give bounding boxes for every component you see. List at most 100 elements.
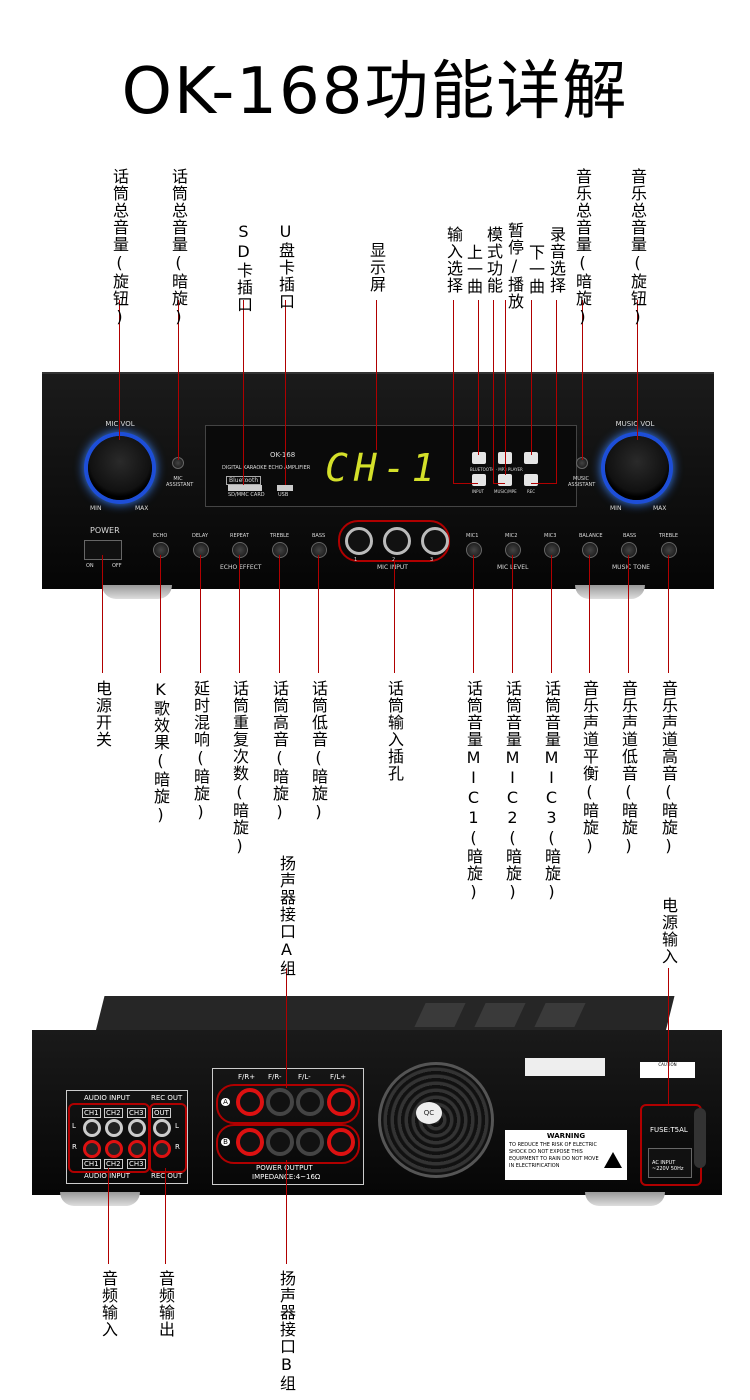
usb-slot[interactable]	[277, 485, 293, 491]
label-next-track: 下一曲	[526, 244, 545, 295]
next-track-button[interactable]	[524, 452, 538, 464]
mic-input-label: MIC INPUT	[377, 564, 408, 571]
play-pause-button[interactable]	[498, 474, 512, 486]
rca-ch1-left[interactable]	[83, 1119, 101, 1137]
balance-knob[interactable]	[582, 542, 598, 558]
speaker-b-fl-minus[interactable]	[296, 1128, 324, 1156]
callout-line	[178, 300, 179, 460]
l-label: L	[175, 1122, 179, 1130]
mic-jack-1[interactable]	[345, 527, 373, 555]
rec-out-label: REC OUT	[151, 1172, 183, 1180]
mic3-knob[interactable]	[544, 542, 560, 558]
warning-text: TO REDUCE THE RISK OF ELECTRIC SHOCK DO …	[509, 1142, 599, 1169]
label-music-treble: 音乐声道高音(暗旋)	[659, 680, 678, 856]
speaker-b-fl-plus[interactable]	[327, 1128, 355, 1156]
audio-io-panel	[66, 1090, 188, 1184]
sd-slot[interactable]	[228, 485, 262, 491]
mic-treble-knob[interactable]	[272, 542, 288, 558]
callout-line	[512, 555, 513, 673]
rca-ch2-left[interactable]	[105, 1119, 123, 1137]
r-label: R	[175, 1143, 180, 1151]
music-tone-label: MUSIC TONE	[612, 564, 650, 571]
callout-line	[243, 300, 244, 485]
callout-elbow	[453, 483, 478, 484]
ch1-label: CH1	[82, 1108, 101, 1118]
callout-line	[453, 300, 454, 484]
rca-ch3-right[interactable]	[128, 1140, 146, 1158]
repeat-label: REPEAT	[230, 533, 249, 539]
input-select-button[interactable]	[472, 452, 486, 464]
ac-power-socket[interactable]	[648, 1148, 692, 1178]
rca-ch2-right[interactable]	[105, 1140, 123, 1158]
rca-out-left[interactable]	[153, 1119, 171, 1137]
music-bass-label: BASS	[623, 533, 637, 539]
bass-label: BASS	[312, 533, 326, 539]
rca-ch3-left[interactable]	[128, 1119, 146, 1137]
speaker-a-fl-minus[interactable]	[296, 1088, 324, 1116]
label-music-master-dark: 音乐总音量(暗旋)	[573, 168, 592, 327]
speaker-panel	[212, 1068, 364, 1185]
mic-jack-3[interactable]	[421, 527, 449, 555]
label-input-select: 输入选择	[444, 226, 463, 294]
power-switch[interactable]	[84, 540, 122, 560]
on-label: ON	[86, 563, 94, 569]
rear-foot-left	[60, 1192, 140, 1206]
mic-bass-knob[interactable]	[311, 542, 327, 558]
echo-knob[interactable]	[153, 542, 169, 558]
mic2-knob[interactable]	[505, 542, 521, 558]
power-output-label: POWER OUTPUT	[256, 1164, 313, 1172]
ch3-label: CH3	[127, 1159, 146, 1169]
page-title: OK-168功能详解	[121, 55, 629, 129]
rca-ch1-right[interactable]	[83, 1140, 101, 1158]
power-cord	[694, 1108, 706, 1168]
fl-plus-label: F/L+	[330, 1073, 347, 1081]
callout-elbow	[531, 483, 556, 484]
label-sd-slot: SD卡插口	[234, 222, 253, 313]
power-label: POWER	[90, 526, 120, 535]
model-label: OK-168	[270, 451, 296, 459]
music-assistant-label: MUSIC ASSISTANT	[568, 476, 596, 488]
delay-knob[interactable]	[193, 542, 209, 558]
callout-line	[200, 555, 201, 673]
mic3-label: MIC3	[544, 533, 557, 539]
speaker-a-fl-plus[interactable]	[327, 1088, 355, 1116]
rca-out-right[interactable]	[153, 1140, 171, 1158]
mic-assistant-label: MIC ASSISTANT	[166, 476, 194, 488]
fr-minus-label: F/R-	[268, 1073, 282, 1081]
sd-card-label: SD/MMC CARD	[228, 492, 265, 498]
fl-minus-label: F/L-	[298, 1073, 311, 1081]
input-button[interactable]	[472, 474, 486, 486]
label-mic-master-knob: 话筒总音量(旋钮)	[110, 168, 129, 327]
echo-effect-label: ECHO EFFECT	[220, 564, 262, 571]
min-label: MIN	[610, 505, 622, 512]
callout-line	[165, 1168, 166, 1264]
label-audio-output: 音频输出	[156, 1270, 175, 1338]
speaker-a-fr-plus[interactable]	[236, 1088, 264, 1116]
fr-plus-label: F/R+	[238, 1073, 256, 1081]
mic1-knob[interactable]	[466, 542, 482, 558]
repeat-knob[interactable]	[232, 542, 248, 558]
audio-output-highlight	[149, 1103, 187, 1173]
mic-jack-2[interactable]	[383, 527, 411, 555]
speaker-a-fr-minus[interactable]	[266, 1088, 294, 1116]
rec-button[interactable]	[524, 474, 538, 486]
label-mic-treble: 话筒高音(暗旋)	[270, 680, 289, 822]
front-foot-left	[102, 585, 172, 599]
label-k-song-effect: K歌效果(暗旋)	[151, 680, 170, 825]
mic-volume-knob[interactable]	[88, 436, 152, 500]
callout-line	[531, 300, 532, 455]
music-volume-knob[interactable]	[605, 436, 669, 500]
speaker-b-fr-plus[interactable]	[236, 1128, 264, 1156]
label-usb-slot: U盘卡插口	[276, 222, 295, 310]
qc-sticker: QC	[416, 1102, 442, 1124]
music-bass-knob[interactable]	[621, 542, 637, 558]
ch2-label: CH2	[104, 1108, 123, 1118]
speaker-a-highlight	[216, 1084, 360, 1124]
ac-input-label: AC INPUT ~220V 50Hz	[652, 1160, 684, 1172]
label-mic3-volume: 话筒音量MIC3(暗旋)	[542, 680, 561, 902]
fuse-label: FUSE:T5AL	[650, 1126, 688, 1134]
label-power-switch: 电源开关	[93, 680, 112, 748]
speaker-b-fr-minus[interactable]	[266, 1128, 294, 1156]
music-treble-knob[interactable]	[661, 542, 677, 558]
callout-line	[108, 1168, 109, 1264]
